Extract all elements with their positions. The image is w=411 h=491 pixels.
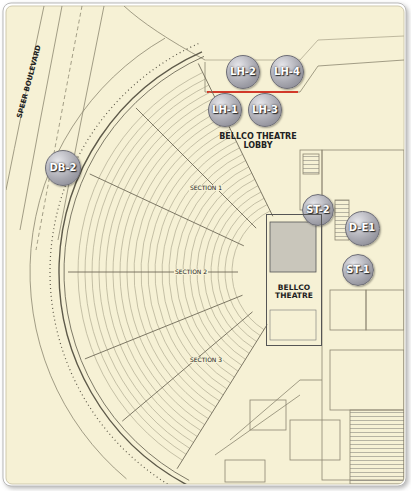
seat-row (204, 186, 258, 354)
seat-row (162, 148, 240, 389)
seat-row (85, 79, 206, 455)
seat-row (134, 123, 227, 413)
aisle-line (136, 108, 256, 228)
marker-code: LH-4 (274, 66, 300, 78)
road-edge (58, 6, 104, 240)
aisle-line (68, 272, 238, 273)
plaza-edge (124, 6, 205, 60)
stage-box: BELLCO THEATRE (266, 214, 322, 346)
seating (30, 38, 316, 484)
room (225, 460, 265, 482)
location-marker: ST-1 (342, 254, 374, 286)
aisle-line (90, 174, 244, 246)
seat-row (225, 205, 267, 336)
section-name: SECTION 2 (174, 269, 208, 276)
seat-row (92, 85, 209, 448)
location-marker: LH-1 (208, 93, 242, 127)
marker-code: D-E1 (349, 222, 375, 234)
area-name: BELLCO THEATRE LOBBY (218, 133, 298, 151)
aisle-line (122, 312, 252, 421)
room (366, 290, 404, 330)
backstage (270, 310, 316, 340)
section-name: SECTION 1 (189, 185, 223, 192)
marker-code: DB-2 (49, 162, 76, 174)
marker-code: LH-1 (212, 104, 238, 116)
marker-code: ST-1 (346, 264, 370, 276)
room (250, 400, 286, 430)
seat-row (127, 117, 224, 419)
railing (50, 44, 198, 484)
marker-code: LH-3 (252, 104, 278, 116)
room (330, 350, 404, 410)
marker-code: LH-2 (230, 66, 256, 78)
location-marker: LH-2 (226, 55, 260, 89)
map-frame (3, 3, 406, 486)
seat-row (148, 135, 233, 401)
room (290, 420, 340, 460)
corridor-wall (215, 395, 300, 455)
location-marker: DB-2 (45, 150, 81, 186)
seat-row (169, 154, 243, 383)
corridor-wall (230, 380, 322, 440)
plaza-edge (30, 38, 165, 479)
seat-row (106, 98, 215, 437)
stairs (303, 154, 319, 174)
road-lane (36, 6, 82, 250)
seat-row (232, 211, 270, 330)
room-name: BELLCO THEATRE (267, 284, 321, 301)
location-marker: LH-3 (248, 93, 282, 127)
seat-row (155, 142, 236, 395)
location-marker: D-E1 (345, 211, 380, 246)
section-name: SECTION 3 (189, 357, 223, 364)
location-marker: ST-2 (302, 194, 334, 226)
loading-ramp (350, 410, 404, 484)
seat-row (211, 192, 261, 347)
aisle-line (85, 295, 243, 359)
seat-row (99, 91, 212, 442)
map-ground (6, 6, 404, 484)
location-marker: LH-4 (270, 55, 304, 89)
plan-lines (6, 6, 404, 484)
room (330, 290, 366, 330)
stage-floor (270, 222, 316, 272)
aisle-line (177, 325, 267, 469)
seat-row (113, 104, 218, 431)
